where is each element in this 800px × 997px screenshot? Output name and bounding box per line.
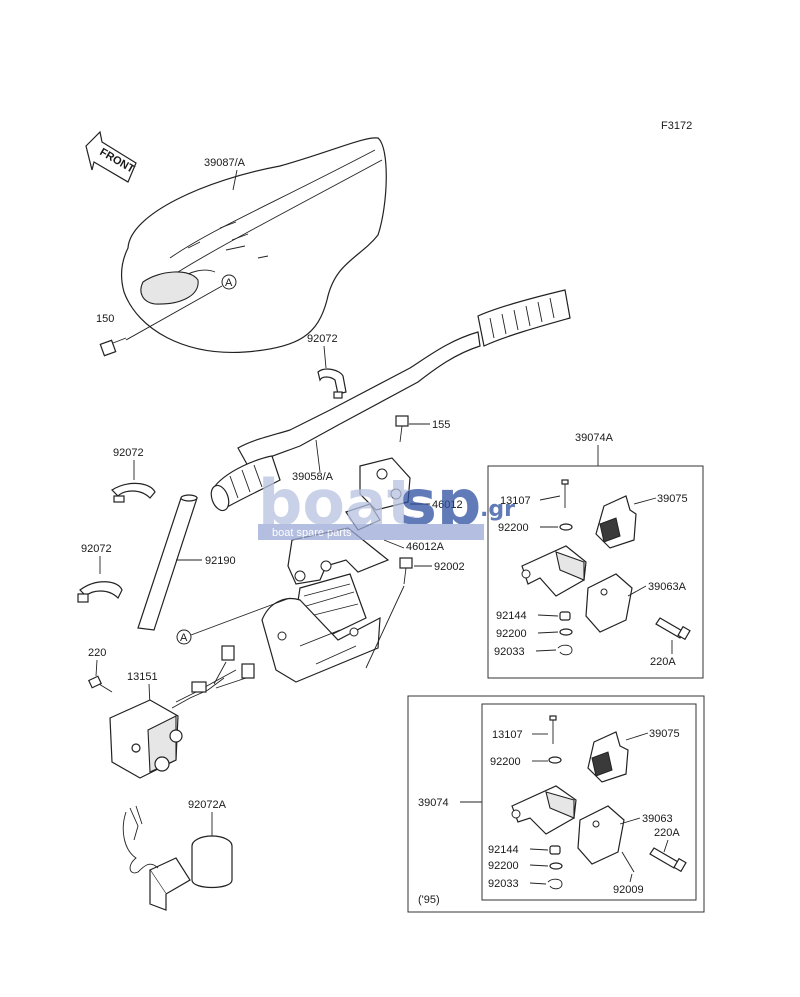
- steering-post-drawing: [261, 503, 390, 683]
- group1-label-1: 13107: [500, 495, 531, 507]
- group1-parts: [521, 479, 691, 656]
- watermark-tagline: boat spare parts: [272, 527, 352, 539]
- band-top-drawing: [317, 368, 347, 399]
- group2-parts: [511, 715, 687, 890]
- bolt-92002-drawing: [399, 557, 413, 585]
- bolt-150-drawing: [99, 337, 127, 357]
- group1-label-3: 92200: [498, 522, 529, 534]
- watermark-domain: .gr: [480, 497, 515, 522]
- year-note: ('95): [418, 894, 440, 906]
- front-arrow-icon: FRONT: [85, 130, 137, 183]
- group1-label-6: 92200: [496, 628, 527, 640]
- group2-label-7: 92200: [488, 860, 519, 872]
- group2-label-6: 92144: [488, 844, 519, 856]
- label-handlebar: 39058/A: [292, 471, 334, 483]
- label-screw-220: 220: [88, 647, 106, 659]
- label-switch: 13151: [127, 671, 158, 683]
- screw-220-drawing: [87, 675, 113, 693]
- label-band-left1: 92072: [113, 447, 144, 459]
- label-band-left2: 92072: [81, 543, 112, 555]
- label-bolt-92002: 92002: [434, 561, 465, 573]
- group1-title: 39074A: [575, 432, 614, 444]
- group2-outer-box: [407, 695, 705, 913]
- handlebar-drawing: [210, 289, 571, 512]
- tube-drawing: [137, 494, 198, 631]
- group1-label-7: 92033: [494, 646, 525, 658]
- label-bolt-150: 150: [96, 313, 114, 325]
- switch-drawing: [109, 645, 255, 779]
- handlebar-cover-drawing: [120, 137, 387, 353]
- group2-label-3: 92200: [490, 756, 521, 768]
- group1-label-2: 39075: [657, 493, 688, 505]
- band-left2-drawing: [77, 581, 123, 603]
- label-clamp: 92072A: [188, 799, 227, 811]
- group2-label-9: 92009: [613, 884, 644, 896]
- group1-label-4: 39063A: [648, 581, 687, 593]
- ref-marker-a-top: A: [221, 274, 237, 290]
- bolt-155-drawing: [395, 415, 409, 443]
- figure-code: F3172: [661, 120, 692, 132]
- group2-title: 39074: [418, 797, 449, 809]
- label-bolt-155: 155: [432, 419, 450, 431]
- band-left1-drawing: [111, 482, 156, 503]
- group2-label-2: 39075: [649, 728, 680, 740]
- clamp-drawing: [122, 805, 233, 911]
- watermark-logo: boat sp .gr boat spare parts: [258, 466, 515, 540]
- holder-upper-drawing: [359, 457, 411, 511]
- group2-label-5: 220A: [654, 827, 680, 839]
- ref-marker-a-bottom: A: [176, 629, 192, 645]
- group1-box: [487, 465, 704, 679]
- svg-text:A: A: [180, 632, 188, 644]
- group2-label-4: 39063: [642, 813, 673, 825]
- group2-label-1: 13107: [492, 729, 523, 741]
- label-holder-upper: 46012: [432, 499, 463, 511]
- group1-label-5: 92144: [496, 610, 527, 622]
- svg-text:A: A: [225, 277, 233, 289]
- label-cover: 39087/A: [204, 157, 246, 169]
- group2-label-8: 92033: [488, 878, 519, 890]
- group1-label-8: 220A: [650, 656, 676, 668]
- label-band-top: 92072: [307, 333, 338, 345]
- label-tube: 92190: [205, 555, 236, 567]
- label-holder-lower: 46012A: [406, 541, 445, 553]
